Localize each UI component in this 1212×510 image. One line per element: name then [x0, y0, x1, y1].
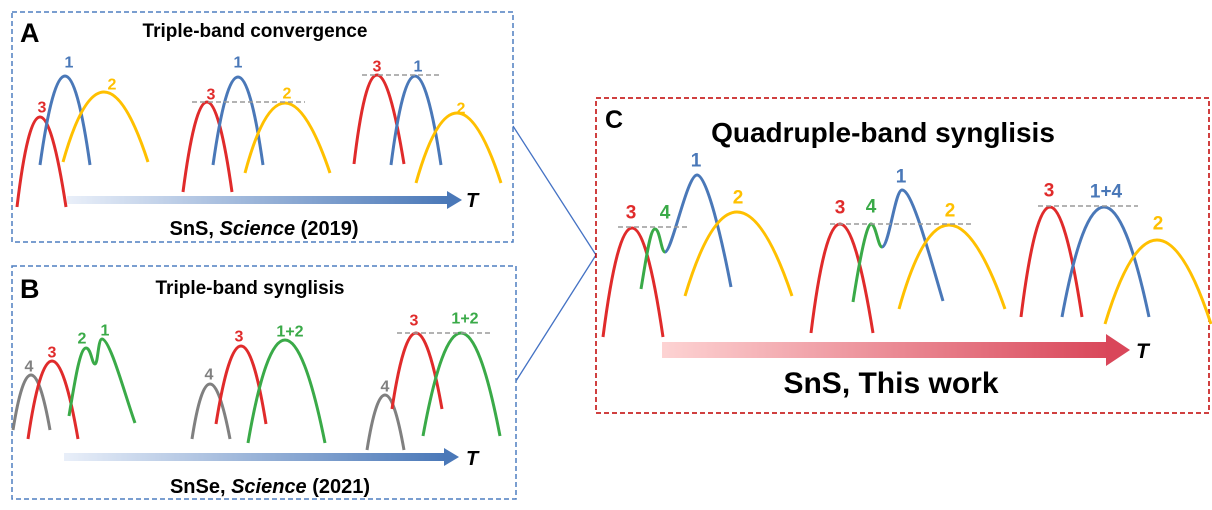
band-2-curve [683, 210, 794, 297]
band-1-2-curve [246, 338, 327, 444]
caption-journal: Science [220, 218, 296, 240]
band-2-curve [1103, 238, 1212, 325]
band-label: 3 [1044, 181, 1055, 202]
band-2-curve [61, 90, 150, 163]
caption-journal: Science [231, 476, 307, 498]
panel-c-letter: C [605, 106, 623, 134]
panel-b-border [11, 265, 517, 500]
band-1-curve [880, 188, 945, 302]
band-3-curve [15, 115, 68, 208]
band-2-curve [243, 101, 332, 174]
panel-a-title: Triple-band convergence [143, 21, 368, 42]
band-label: 1 [101, 323, 110, 340]
band-2-1-curve [67, 337, 137, 424]
band-label: 1+4 [1090, 182, 1123, 203]
band-label: 2 [108, 77, 117, 94]
band-1-2-curve [421, 331, 502, 437]
panel-c-border [595, 97, 1210, 414]
band-label: 3 [48, 345, 57, 362]
band-4-curve [639, 227, 666, 290]
band-3-curve [352, 73, 406, 165]
band-1-4-curve [1060, 205, 1151, 318]
temperature-arrow [67, 196, 449, 204]
band-label: 1 [414, 59, 423, 76]
band-label: 3 [235, 329, 244, 346]
connector-b-to-c [515, 254, 597, 382]
panel-a-caption: SnS, Science (2019) [170, 218, 359, 240]
caption-material: SnSe, [170, 476, 231, 498]
band-4-curve [11, 373, 52, 431]
panel-c-caption: SnS, This work [783, 367, 998, 400]
band-label: 3 [373, 59, 382, 76]
caption-material: SnS, [170, 218, 220, 240]
panel-b-letter: B [20, 274, 40, 304]
arrow-head [447, 191, 462, 209]
band-label: 2 [78, 331, 87, 348]
axis-label-t: T [1136, 340, 1151, 363]
panel-c: C Quadruple-band synglisis 3 4 1 2 3 4 1… [595, 97, 1212, 414]
band-2-curve [414, 111, 503, 184]
temperature-arrow [64, 453, 446, 461]
band-label: 3 [38, 100, 47, 117]
band-label: 2 [733, 188, 744, 209]
band-1-curve [389, 74, 443, 166]
band-label: 1+2 [451, 311, 478, 328]
caption-year: (2021) [307, 476, 370, 498]
band-label: 3 [207, 87, 216, 104]
band-label: 1 [234, 55, 243, 72]
temperature-arrow [662, 342, 1110, 358]
band-label: 1+2 [276, 324, 303, 341]
band-label: 2 [283, 86, 292, 103]
arrow-head [444, 448, 459, 466]
band-label: 2 [457, 101, 466, 118]
band-label: 2 [1153, 214, 1164, 235]
band-4-curve [190, 382, 232, 440]
band-4-curve [365, 393, 406, 451]
caption-year: (2019) [295, 218, 358, 240]
band-3-curve [181, 100, 234, 193]
panel-a: A Triple-band convergence 3 1 2 3 1 2 3 … [11, 11, 514, 243]
band-label: 4 [205, 367, 214, 384]
connector-a-to-c [512, 125, 597, 256]
band-label: 1 [691, 151, 702, 172]
band-label: 1 [65, 55, 74, 72]
band-2-curve [897, 223, 1007, 310]
band-label: 2 [945, 201, 956, 222]
band-4-curve [851, 222, 883, 303]
panel-b-caption: SnSe, Science (2021) [170, 476, 370, 498]
panel-b-title: Triple-band synglisis [156, 278, 345, 299]
band-label: 4 [381, 379, 390, 396]
band-label: 4 [866, 197, 877, 218]
panel-b: B Triple-band synglisis 4 3 2 1 4 3 1+2 … [11, 265, 517, 500]
axis-label-t: T [466, 190, 480, 212]
band-label: 3 [835, 198, 846, 219]
panel-a-border [11, 11, 514, 243]
band-3-curve [390, 331, 444, 410]
axis-label-t: T [466, 448, 480, 470]
band-label: 4 [660, 203, 671, 224]
band-label: 1 [896, 167, 907, 188]
panel-c-title: Quadruple-band synglisis [711, 117, 1055, 148]
panel-a-letter: A [20, 18, 40, 48]
band-label: 3 [410, 313, 419, 330]
arrow-head [1106, 334, 1130, 366]
band-3-curve [601, 226, 665, 338]
band-1-curve [38, 74, 92, 166]
band-1-curve [663, 173, 733, 288]
band-label: 4 [25, 359, 34, 376]
band-label: 3 [626, 203, 637, 224]
band-1-curve [211, 75, 265, 166]
